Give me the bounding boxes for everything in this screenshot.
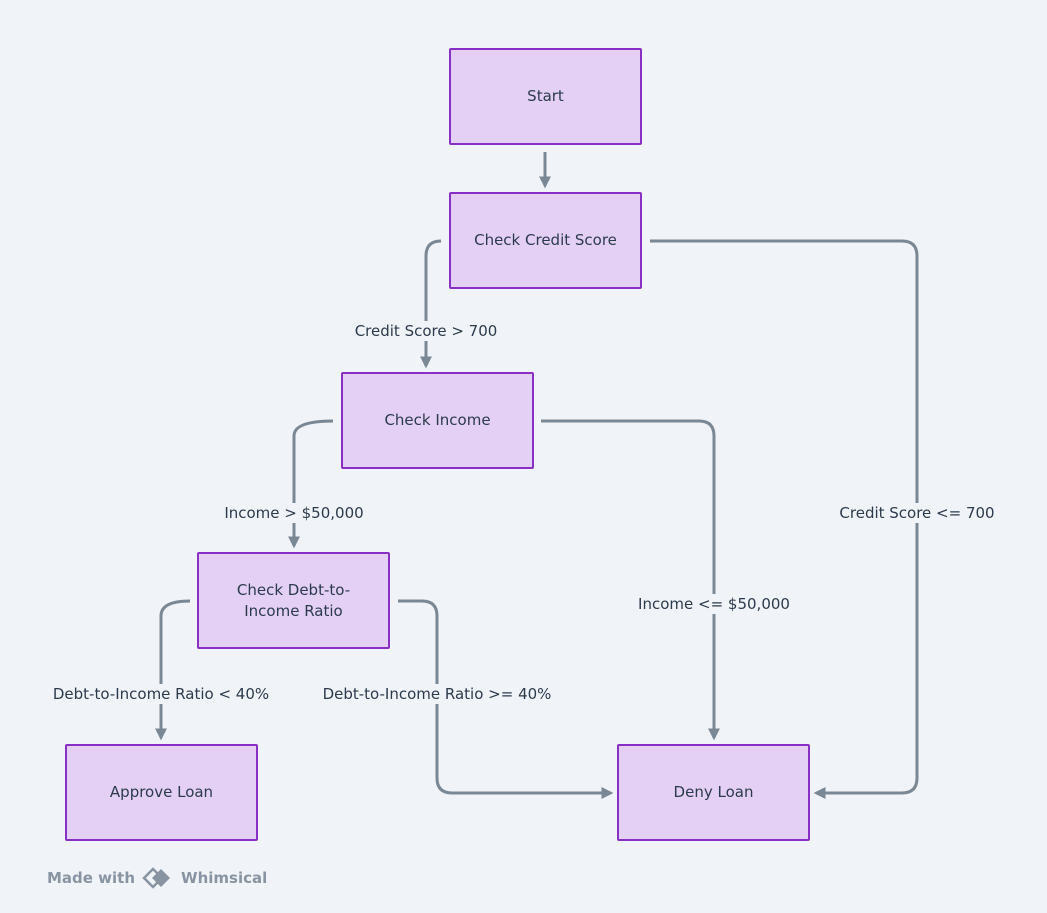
- node-check-income[interactable]: Check Income: [341, 372, 534, 469]
- edge-dti-to-approve: [155, 599, 191, 741]
- node-approve-loan[interactable]: Approve Loan: [65, 744, 258, 841]
- node-check-dti-label: Check Debt-to-Income Ratio: [236, 580, 351, 620]
- node-deny-loan[interactable]: Deny Loan: [617, 744, 810, 841]
- watermark-brand: Whimsical: [181, 869, 268, 887]
- node-check-credit-score[interactable]: Check Credit Score: [449, 192, 642, 289]
- edge-income-to-deny: [541, 419, 720, 741]
- whimsical-logo-icon: [142, 867, 171, 889]
- node-start[interactable]: Start: [449, 48, 642, 145]
- edge-label-dti-lt-40: Debt-to-Income Ratio < 40%: [50, 684, 272, 704]
- edge-label-dti-ge-40: Debt-to-Income Ratio >= 40%: [320, 684, 554, 704]
- node-start-label: Start: [527, 87, 564, 105]
- edge-label-income-gt-50k: Income > $50,000: [222, 503, 366, 523]
- node-check-dti[interactable]: Check Debt-to-Income Ratio: [197, 552, 390, 649]
- node-check-credit-score-label: Check Credit Score: [474, 231, 617, 249]
- edge-label-credit-le-700: Credit Score <= 700: [837, 503, 997, 523]
- node-approve-loan-label: Approve Loan: [109, 783, 214, 801]
- edge-income-to-dti: [288, 419, 334, 549]
- edge-credit-to-income: [420, 239, 442, 369]
- node-deny-loan-label: Deny Loan: [673, 783, 754, 801]
- watermark-prefix: Made with: [47, 869, 136, 887]
- watermark[interactable]: Made with Whimsical: [47, 866, 267, 890]
- edge-label-income-le-50k: Income <= $50,000: [636, 594, 792, 614]
- node-check-income-label: Check Income: [384, 411, 491, 429]
- edge-label-credit-gt-700: Credit Score > 700: [352, 321, 500, 341]
